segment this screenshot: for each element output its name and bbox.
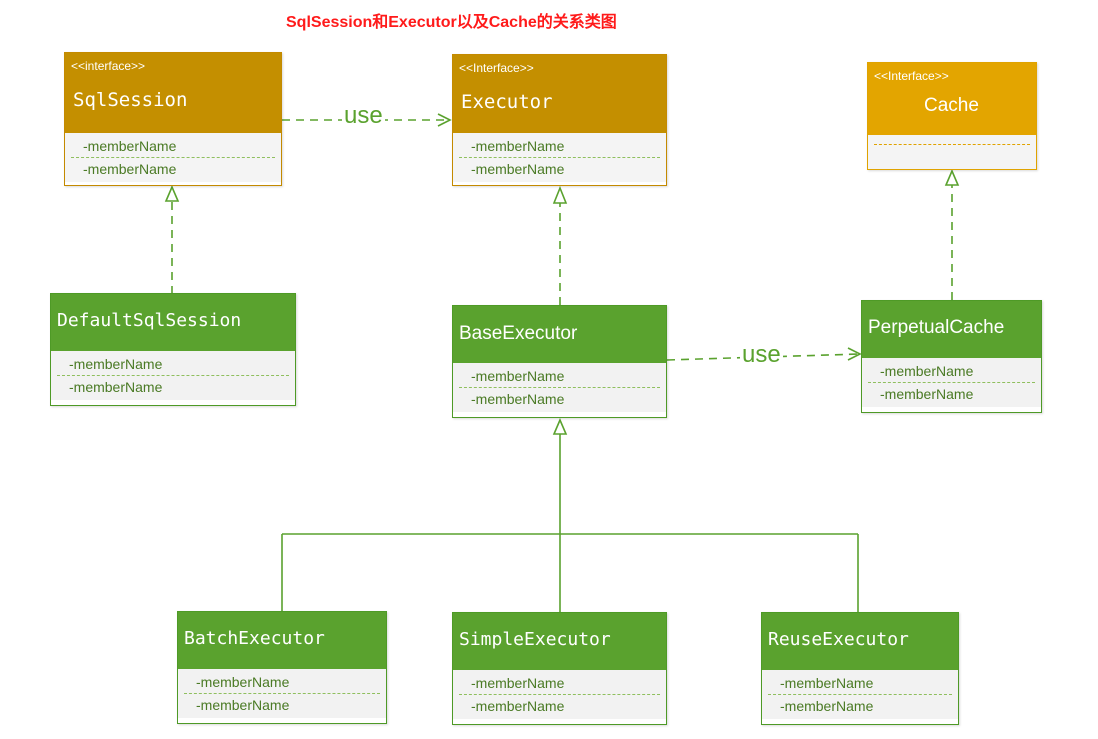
- class-name: PerpetualCache: [868, 317, 1005, 338]
- realization-head-3: [944, 168, 960, 186]
- class-members: -memberName -memberName: [453, 363, 666, 412]
- member-divider: [874, 143, 1030, 145]
- member-field: -memberName: [471, 391, 565, 407]
- class-name: DefaultSqlSession: [57, 310, 242, 331]
- realization-head-1: [164, 184, 180, 202]
- diagram-title: SqlSession和Executor以及Cache的关系类图: [286, 14, 617, 31]
- class-name: Executor: [461, 91, 553, 113]
- class-members: -memberName -memberName: [862, 358, 1041, 407]
- member-field: -memberName: [71, 135, 275, 158]
- class-name: BaseExecutor: [459, 323, 578, 344]
- class-cache[interactable]: <<Interface>> Cache: [867, 62, 1037, 170]
- member-field: -memberName: [69, 379, 163, 395]
- use-arrowhead-2: [847, 347, 862, 361]
- class-header: SimpleExecutor: [453, 613, 666, 670]
- class-simpleexecutor[interactable]: SimpleExecutor -memberName -memberName: [452, 612, 667, 725]
- member-field: -memberName: [83, 161, 177, 177]
- class-members: -memberName -memberName: [453, 133, 666, 182]
- use-label-1: use: [342, 102, 385, 130]
- stereotype-label: <<interface>>: [71, 59, 146, 73]
- class-header: BatchExecutor: [178, 612, 386, 669]
- member-field: -memberName: [471, 161, 565, 177]
- class-members: [868, 135, 1036, 169]
- realization-head-2: [552, 185, 568, 204]
- class-baseexecutor[interactable]: BaseExecutor -memberName -memberName: [452, 305, 667, 418]
- class-executor[interactable]: <<Interface>> Executor -memberName -memb…: [452, 54, 667, 186]
- class-defaultsqlsession[interactable]: DefaultSqlSession -memberName -memberNam…: [50, 293, 296, 406]
- use-label-2: use: [740, 341, 783, 369]
- member-field: -memberName: [880, 386, 974, 402]
- class-members: -memberName -memberName: [453, 670, 666, 719]
- use-arrow-baseexecutor-cache: [666, 353, 861, 361]
- class-members: -memberName -memberName: [762, 670, 958, 719]
- member-field: -memberName: [459, 672, 660, 695]
- use-arrowhead-1: [437, 113, 452, 127]
- class-header: <<Interface>> Cache: [868, 63, 1036, 135]
- class-header: <<interface>> SqlSession: [65, 53, 281, 133]
- class-header: BaseExecutor: [453, 306, 666, 363]
- class-perpetualcache[interactable]: PerpetualCache -memberName -memberName: [861, 300, 1042, 413]
- class-header: DefaultSqlSession: [51, 294, 295, 351]
- class-header: ReuseExecutor: [762, 613, 958, 670]
- stereotype-label: <<Interface>>: [874, 69, 949, 83]
- class-name: SimpleExecutor: [459, 629, 611, 650]
- inheritance-head: [552, 417, 568, 435]
- member-field: -memberName: [780, 698, 874, 714]
- member-field: -memberName: [184, 671, 380, 694]
- member-field: -memberName: [868, 360, 1035, 383]
- class-name: BatchExecutor: [184, 628, 325, 649]
- class-members: -memberName -memberName: [51, 351, 295, 400]
- member-field: -memberName: [459, 365, 660, 388]
- class-reuseexecutor[interactable]: ReuseExecutor -memberName -memberName: [761, 612, 959, 725]
- class-sqlsession[interactable]: <<interface>> SqlSession -memberName -me…: [64, 52, 282, 186]
- class-members: -memberName -memberName: [65, 133, 281, 182]
- class-name: ReuseExecutor: [768, 629, 909, 650]
- member-field: -memberName: [196, 697, 290, 713]
- member-field: -memberName: [471, 698, 565, 714]
- class-name: SqlSession: [73, 89, 188, 111]
- member-field: -memberName: [459, 135, 660, 158]
- class-header: <<Interface>> Executor: [453, 55, 666, 133]
- stereotype-label: <<Interface>>: [459, 61, 534, 75]
- class-members: -memberName -memberName: [178, 669, 386, 718]
- class-header: PerpetualCache: [862, 301, 1041, 358]
- class-name: Cache: [924, 95, 979, 116]
- class-batchexecutor[interactable]: BatchExecutor -memberName -memberName: [177, 611, 387, 724]
- member-field: -memberName: [57, 353, 289, 376]
- member-field: -memberName: [768, 672, 952, 695]
